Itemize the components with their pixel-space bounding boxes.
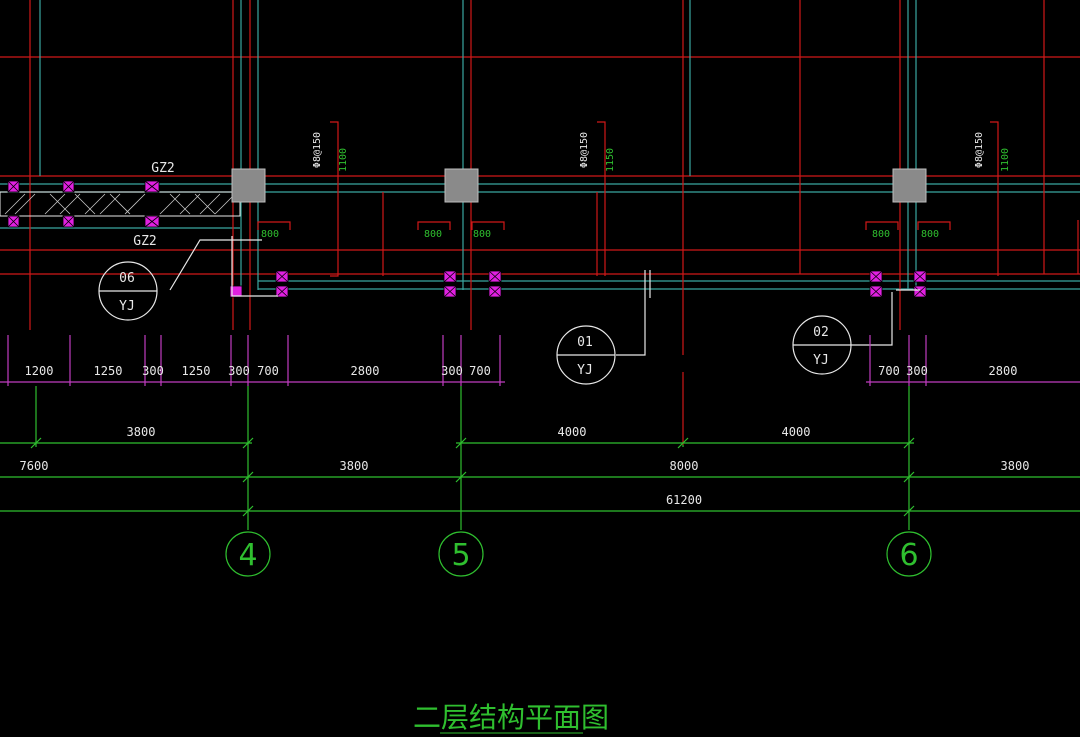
hatched-wall — [0, 191, 241, 217]
dim-1-300d: 300 — [906, 364, 928, 378]
pad-width-1: 800 — [261, 229, 279, 240]
detail-01-number: 01 — [577, 335, 593, 350]
detail-06-number: 06 — [119, 271, 135, 286]
dim-1-300c: 300 — [441, 364, 463, 378]
pad-width-5: 800 — [921, 229, 939, 240]
dim-1-1250b: 1250 — [182, 364, 211, 378]
gz2-label-top: GZ2 — [151, 161, 174, 176]
column-4 — [231, 168, 266, 203]
rebar-note-2: Φ8@150 — [579, 132, 590, 168]
pad-width-2: 800 — [424, 229, 442, 240]
rebar-length-1: 1100 — [338, 148, 349, 172]
dim-1-2800b: 2800 — [989, 364, 1018, 378]
dim-1-700a: 700 — [257, 364, 279, 378]
column-6 — [892, 168, 927, 203]
dim-1-300b: 300 — [228, 364, 250, 378]
dim-2-4000b: 4000 — [782, 425, 811, 439]
dim-3-7600: 7600 — [20, 459, 49, 473]
dim-1-2800a: 2800 — [351, 364, 380, 378]
dim-3-8000: 8000 — [670, 459, 699, 473]
detail-leaders — [98, 236, 920, 385]
detail-02-number: 02 — [813, 325, 829, 340]
dim-3-3800a: 3800 — [340, 459, 369, 473]
column-5 — [444, 168, 479, 203]
pad-width-4: 800 — [872, 229, 890, 240]
dim-2-4000a: 4000 — [558, 425, 587, 439]
drawing-title: 二层结构平面图 — [413, 701, 609, 734]
rebar-note-1: Φ8@150 — [312, 132, 323, 168]
axis-label-4: 4 — [238, 538, 257, 573]
dim-4-61200: 61200 — [666, 493, 702, 507]
detail-02-code: YJ — [813, 353, 829, 368]
detail-06-code: YJ — [119, 299, 135, 314]
dim-1-700c: 700 — [878, 364, 900, 378]
axis-label-5: 5 — [451, 538, 470, 573]
dim-3-3800b: 3800 — [1001, 459, 1030, 473]
axis-bubbles — [225, 531, 932, 577]
pad-width-3: 800 — [473, 229, 491, 240]
dimension-lines — [0, 335, 1080, 530]
dim-1-1250a: 1250 — [94, 364, 123, 378]
dim-1-1200: 1200 — [25, 364, 54, 378]
dim-2-3800: 3800 — [127, 425, 156, 439]
gz2-label-bottom: GZ2 — [133, 234, 156, 249]
columns — [231, 168, 927, 203]
dim-1-300a: 300 — [142, 364, 164, 378]
rebar-length-2: 1150 — [605, 148, 616, 172]
rebar-length-3: 1100 — [1000, 148, 1011, 172]
rebar-note-3: Φ8@150 — [974, 132, 985, 168]
axis-label-6: 6 — [899, 538, 918, 573]
grid-lines — [0, 0, 1080, 445]
dim-1-700b: 700 — [469, 364, 491, 378]
detail-01-code: YJ — [577, 363, 593, 378]
